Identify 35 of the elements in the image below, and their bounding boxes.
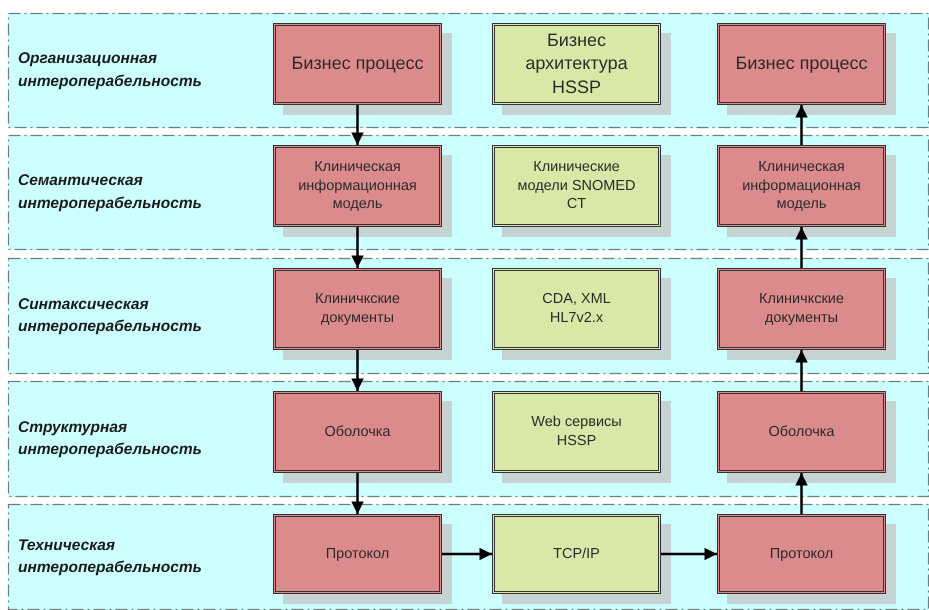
- layer-label: Техническая интероперабельность: [18, 536, 203, 578]
- band-background: [8, 381, 929, 497]
- arrow: [795, 227, 808, 268]
- box-text: Клиническая информационная модель: [741, 158, 862, 214]
- box-text: Бизнес процесс: [734, 52, 868, 76]
- layer-label: Синтаксическая интероперабельность: [18, 294, 203, 337]
- box-text: Web сервисы HSSP: [530, 413, 623, 451]
- arrow: [351, 350, 364, 391]
- band-background: [8, 135, 929, 250]
- band-background: [8, 258, 929, 374]
- box-text: Бизнес процесс: [290, 52, 424, 76]
- layer-label: Организационная интероперабельность: [18, 49, 203, 92]
- box-text: Оболочка: [324, 422, 392, 442]
- arrow: [795, 473, 808, 514]
- arrow: [795, 350, 808, 391]
- arrow: [351, 105, 364, 145]
- layer-label: Структурная интероперабельность: [18, 418, 203, 460]
- arrow: [795, 105, 808, 145]
- box-text: CDA, XML HL7v2.x: [541, 290, 612, 328]
- box-text: Оболочка: [768, 422, 836, 442]
- box-text: Клиническая информационная модель: [297, 158, 418, 214]
- arrow: [351, 473, 364, 514]
- band-background: [8, 504, 929, 610]
- box-text: Клиничкские документы: [314, 290, 401, 328]
- arrow: [442, 548, 492, 560]
- box-text: Клинические модели SNOMED CT: [516, 158, 636, 214]
- box-text: TCP/IP: [552, 544, 601, 564]
- arrow: [351, 227, 364, 268]
- box-text: Бизнес архитектура HSSP: [524, 28, 629, 99]
- box-text: Клиничкские документы: [758, 290, 845, 328]
- box-text: Протокол: [768, 544, 834, 564]
- band-background: [8, 13, 929, 128]
- box-text: Протокол: [324, 544, 390, 564]
- layer-label: Семантическая интероперабельность: [18, 171, 203, 214]
- arrow: [661, 548, 717, 560]
